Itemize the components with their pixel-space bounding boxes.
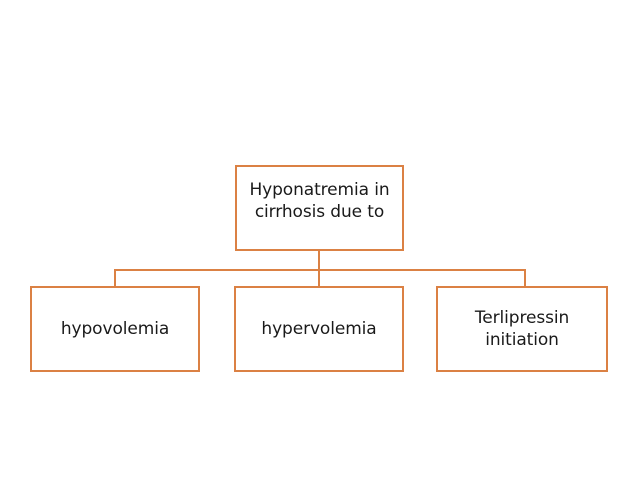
node-hyponatremia-root[interactable]: Hyponatremia in cirrhosis due to bbox=[235, 165, 404, 251]
node-terlipressin-label: Terlipressin initiation bbox=[474, 307, 570, 350]
connector-drop-hypervolemia bbox=[318, 269, 320, 288]
connector-drop-hypovolemia bbox=[114, 269, 116, 288]
connector-horizontal-bus bbox=[114, 269, 526, 271]
node-hypervolemia-label: hypervolemia bbox=[261, 318, 377, 339]
node-hypervolemia[interactable]: hypervolemia bbox=[234, 286, 404, 372]
connector-drop-terlipressin bbox=[524, 269, 526, 288]
connector-root-stem bbox=[318, 251, 320, 271]
node-terlipressin-initiation[interactable]: Terlipressin initiation bbox=[436, 286, 608, 372]
node-hypovolemia[interactable]: hypovolemia bbox=[30, 286, 200, 372]
node-root-label: Hyponatremia in cirrhosis due to bbox=[249, 180, 390, 223]
node-hypovolemia-label: hypovolemia bbox=[60, 318, 170, 339]
